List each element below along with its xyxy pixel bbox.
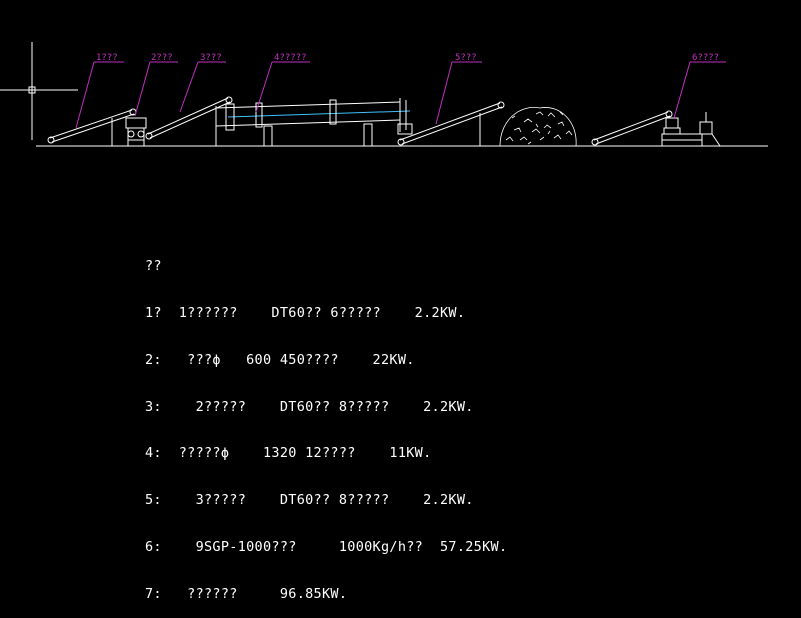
belt-conveyor-1 xyxy=(47,108,137,146)
callout-label-4: 4????? xyxy=(274,53,307,63)
callout-label-6: 6???? xyxy=(692,53,719,63)
callout-leaders xyxy=(75,61,726,129)
note-line-7: 7: ?????? 96.85KW. xyxy=(145,585,348,602)
rotary-dryer-4 xyxy=(215,98,413,147)
pellet-mill-6 xyxy=(591,110,721,147)
note-line-5: 5: 3????? DT60?? 8????? 2.2KW. xyxy=(145,492,474,509)
equipment-notes: ?? 1? 1?????? DT60?? 6????? 2.2KW. 2: ??… xyxy=(145,228,507,618)
material-pile xyxy=(499,106,577,147)
callout-label-1: 1??? xyxy=(96,53,118,63)
callout-label-3: 3??? xyxy=(200,53,222,63)
note-line-3: 3: 2????? DT60?? 8????? 2.2KW. xyxy=(145,398,474,415)
belt-conveyor-3 xyxy=(145,96,233,146)
callout-label-2: 2??? xyxy=(151,53,173,63)
note-line-1: 1? 1?????? DT60?? 6????? 2.2KW. xyxy=(145,304,466,321)
crosshair-cursor xyxy=(0,42,78,140)
callout-labels: 1??? 2??? 3??? 4????? 5??? 6???? xyxy=(96,53,719,63)
note-line-4: 4: ?????ϕ 1320 12???? 11KW. xyxy=(145,445,432,462)
notes-heading: ?? xyxy=(145,258,162,275)
callout-label-5: 5??? xyxy=(455,53,477,63)
crusher-2 xyxy=(124,117,148,147)
note-line-6: 6: 9SGP-1000??? 1000Kg/h?? 57.25KW. xyxy=(145,538,508,555)
note-line-2: 2: ???ϕ 600 450???? 22KW. xyxy=(145,351,415,368)
cad-drawing: 1??? 2??? 3??? 4????? 5??? 6???? xyxy=(0,42,768,147)
belt-conveyor-5 xyxy=(397,101,505,146)
